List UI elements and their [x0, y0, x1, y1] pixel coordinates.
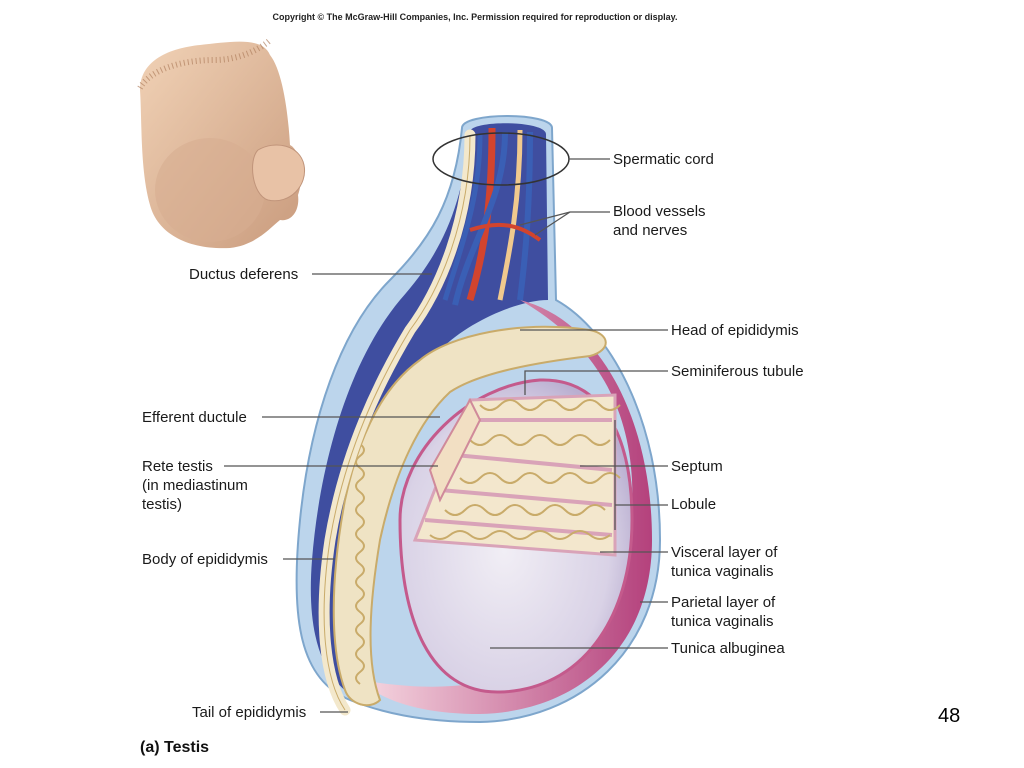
label-body-epididymis: Body of epididymis	[142, 550, 268, 569]
label-parietal-layer: Parietal layer of tunica vaginalis	[671, 593, 775, 631]
label-spermatic-cord: Spermatic cord	[613, 150, 714, 169]
label-rete-testis: Rete testis (in mediastinum testis)	[142, 457, 248, 514]
inset-scrotum	[155, 138, 265, 242]
label-lobule: Lobule	[671, 495, 716, 514]
label-seminiferous-tubule: Seminiferous tubule	[671, 362, 804, 381]
label-tunica-albuginea: Tunica albuginea	[671, 639, 785, 658]
label-efferent-ductule: Efferent ductule	[142, 408, 247, 427]
label-visceral-layer: Visceral layer of tunica vaginalis	[671, 543, 777, 581]
figure-caption: (a) Testis	[140, 739, 209, 757]
label-tail-epididymis: Tail of epididymis	[192, 703, 306, 722]
label-ductus-deferens: Ductus deferens	[189, 265, 298, 284]
label-blood-vessels-nerves: Blood vessels and nerves	[613, 202, 706, 240]
label-septum: Septum	[671, 457, 723, 476]
label-head-epididymis: Head of epididymis	[671, 321, 799, 340]
page-number: 48	[938, 705, 960, 728]
external-view-inset	[140, 40, 305, 248]
